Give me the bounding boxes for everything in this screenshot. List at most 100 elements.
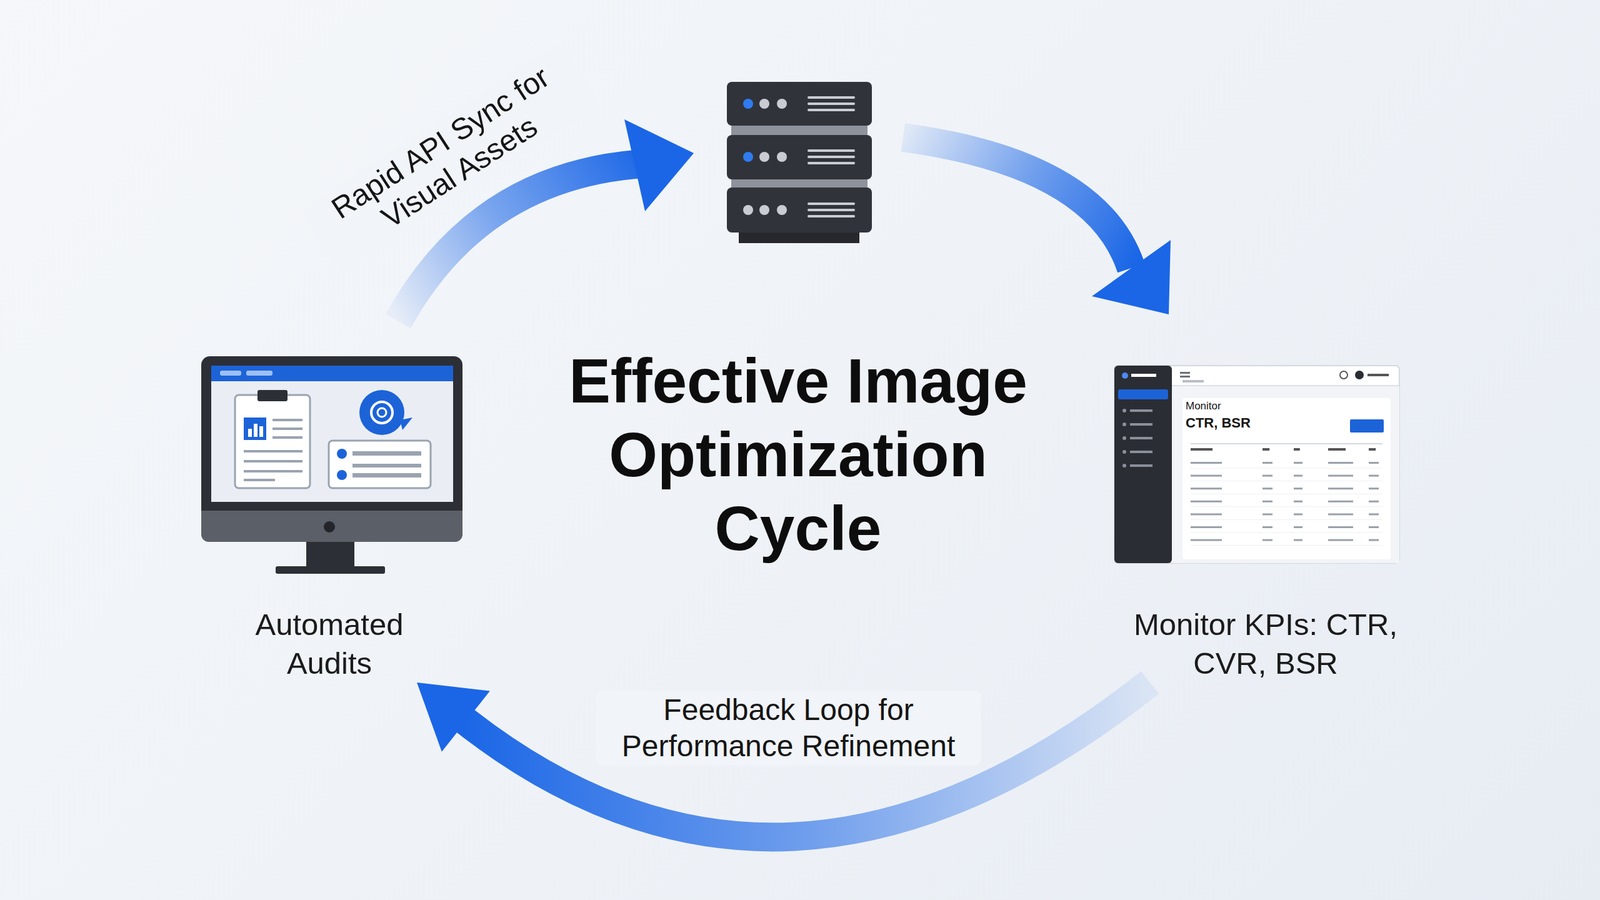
dashboard-icon-part-part [1368, 448, 1376, 451]
dashboard-icon-part-part [1328, 448, 1346, 451]
server-icon-part-part [776, 205, 787, 215]
dashboard-icon-part-part [1368, 539, 1379, 542]
monitor-icon-part [352, 463, 422, 468]
monitor-icon-part [253, 423, 258, 437]
monitor-icon-part [371, 401, 393, 424]
dashboard-icon-part-part [1293, 461, 1303, 464]
dashboard-icon-part [1180, 371, 1190, 374]
server-icon-part-part [807, 102, 855, 105]
monitor-icon-part [220, 370, 242, 376]
server-icon-part-part [807, 155, 855, 159]
dashboard-icon-part-part [1190, 475, 1222, 477]
monitor-icon-part [243, 417, 267, 440]
monitor-icon-part [352, 473, 422, 478]
monitor-icon-part [336, 470, 347, 480]
monitor-icon-part-part [243, 450, 303, 453]
monitor-icon-part [246, 370, 273, 376]
monitor-icon-part [259, 426, 264, 437]
dashboard-icon-part [1350, 419, 1384, 433]
monitor-icon-part [243, 420, 303, 480]
server-icon [726, 81, 872, 244]
dashboard-icon-part-part [1122, 422, 1127, 427]
dashboard-icon-part-part [1368, 513, 1379, 515]
monitor-icon-part [328, 440, 431, 489]
station-label: Monitor KPIs: CTR, CVR, BSR [1131, 605, 1400, 683]
monitor-icon-part-part [272, 418, 303, 422]
dashboard-icon-part-part [1262, 500, 1273, 503]
dashboard-icon-part-part [1328, 513, 1354, 515]
station-label-box: Monitor KPIs: CTR, CVR, BSR [1131, 605, 1400, 683]
publish-arrow [903, 137, 1171, 315]
dashboard-icon-part-part [1368, 526, 1379, 529]
dashboard-icon-part-part [1190, 468, 1383, 469]
dashboard-icon-part-part [1262, 526, 1273, 529]
server-icon-part-part [759, 98, 770, 109]
dashboard-icon-part-part [1190, 461, 1222, 464]
dashboard-icon-part-part [1368, 487, 1379, 490]
server-icon-part-part [776, 98, 787, 109]
dashboard-icon-part-part [1190, 545, 1383, 546]
dashboard-icon-part-part [1262, 513, 1273, 515]
monitor-icon-part-part [243, 470, 303, 473]
monitor-icon-part [359, 390, 405, 435]
dashboard-icon-part-part [1130, 464, 1153, 467]
dashboard-icon-part-part [1190, 532, 1383, 534]
monitor-icon-part-part [243, 478, 275, 482]
diagram-title: Effective Image Optimization Cycle [566, 343, 1030, 565]
dashboard-icon-part-part [1293, 539, 1303, 542]
dashboard-icon-part [1182, 398, 1391, 560]
server-icon-part-part [776, 151, 787, 162]
monitor-icon-part [201, 510, 463, 520]
sync-arrow-part [624, 119, 694, 212]
dashboard-icon-part-part [1190, 539, 1222, 542]
server-icon-part [743, 96, 855, 218]
station-label: Automated Audits [223, 605, 436, 683]
feedback-arrow [416, 682, 1150, 837]
dashboard-icon-part-part [1190, 500, 1222, 503]
arrow-line [461, 682, 1150, 837]
dashboard-icon-part-part [1190, 448, 1213, 451]
monitor-icon-part [257, 390, 288, 402]
dashboard-icon-part-part [1130, 450, 1153, 454]
monitor-icon-part [201, 356, 463, 542]
monitor-icon-part-part [243, 460, 303, 463]
dashboard-icon-part [1122, 408, 1153, 468]
dashboard-icon-part-part [1130, 423, 1153, 426]
dashboard-icon-part [1171, 385, 1400, 564]
arrow-label: Feedback Loop for Performance Refinement [596, 690, 982, 766]
monitor-icon-part [323, 521, 335, 533]
monitor-icon-part [336, 448, 347, 459]
server-icon-part-part [807, 96, 855, 99]
dashboard-icon-part [1340, 371, 1348, 379]
dashboard-icon-part [1131, 373, 1157, 377]
publish-arrow-part [903, 137, 1132, 269]
dashboard-icon-part-part [1130, 409, 1153, 412]
server-icon-part [726, 187, 872, 233]
dashboard-icon-part-part [1293, 475, 1303, 477]
dashboard-icon-part-part [1122, 450, 1127, 454]
monitor-icon-part [275, 566, 385, 574]
dashboard-icon-part [1171, 385, 1400, 387]
monitor-icon-part [400, 417, 413, 430]
dashboard-icon-part-part [1190, 519, 1383, 520]
dashboard-icon-part-part [1122, 463, 1127, 468]
dashboard-icon-part-part [1328, 539, 1354, 542]
server-icon-part-part [743, 98, 754, 109]
dashboard-icon-part [1355, 370, 1364, 380]
server-icon-part-part [807, 161, 855, 165]
server-icon-part-part [759, 205, 770, 215]
dashboard-icon-part-part [1328, 487, 1354, 490]
dashboard-icon-part-part [1293, 500, 1303, 503]
dashboard-icon-part-part [1328, 475, 1354, 477]
monitor-icon-part [211, 365, 454, 502]
dashboard-icon-part-part [1190, 526, 1222, 529]
server-icon-part-part [807, 149, 855, 152]
dashboard-icon-part-part [1262, 475, 1273, 477]
dashboard-icon-part [1121, 372, 1129, 379]
dashboard-icon-part-part [1122, 408, 1127, 413]
dashboard-icon-part [1182, 380, 1204, 383]
monitor-icon-part [235, 395, 310, 489]
dashboard-icon-part-part [1190, 487, 1222, 490]
dashboard-icon-part-part [1190, 506, 1383, 507]
dashboard-icon-part-part [1368, 500, 1379, 503]
